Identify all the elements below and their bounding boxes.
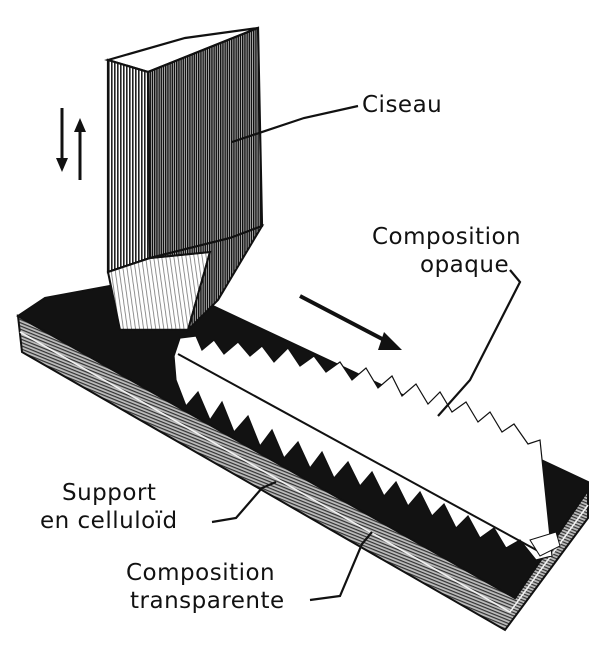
composition-opaque-leader: [437, 269, 522, 417]
label-composition-opaque-line1: Composition: [372, 224, 521, 250]
arrow-down-icon: [56, 158, 68, 172]
label-composition-transparente-line2: transparente: [130, 588, 285, 614]
composition-transparente-leader: [309, 531, 373, 602]
arrow-right-icon: [378, 332, 402, 350]
engraved-groove: [173, 335, 553, 561]
groove-end-highlight: [529, 531, 561, 557]
vertical-motion-arrows: [56, 108, 86, 180]
support-leader: [211, 480, 277, 524]
chisel-left-face: [106, 58, 152, 274]
label-composition-transparente-line1: Composition: [126, 560, 275, 586]
layer-separator-line: [19, 331, 589, 614]
film-strip: [16, 283, 589, 632]
arrow-up-icon: [74, 118, 86, 132]
label-support-line1: Support: [62, 480, 156, 506]
label-support-line2: en celluloïd: [40, 508, 178, 534]
chisel: [104, 26, 265, 334]
film-motion-arrow: [299, 294, 402, 350]
label-ciseau: Ciseau: [362, 92, 442, 118]
chisel-bevel-right: [149, 224, 265, 334]
label-composition-opaque-line2: opaque: [420, 252, 509, 278]
groove-centerline: [177, 353, 541, 553]
ciseau-leader: [231, 104, 359, 144]
